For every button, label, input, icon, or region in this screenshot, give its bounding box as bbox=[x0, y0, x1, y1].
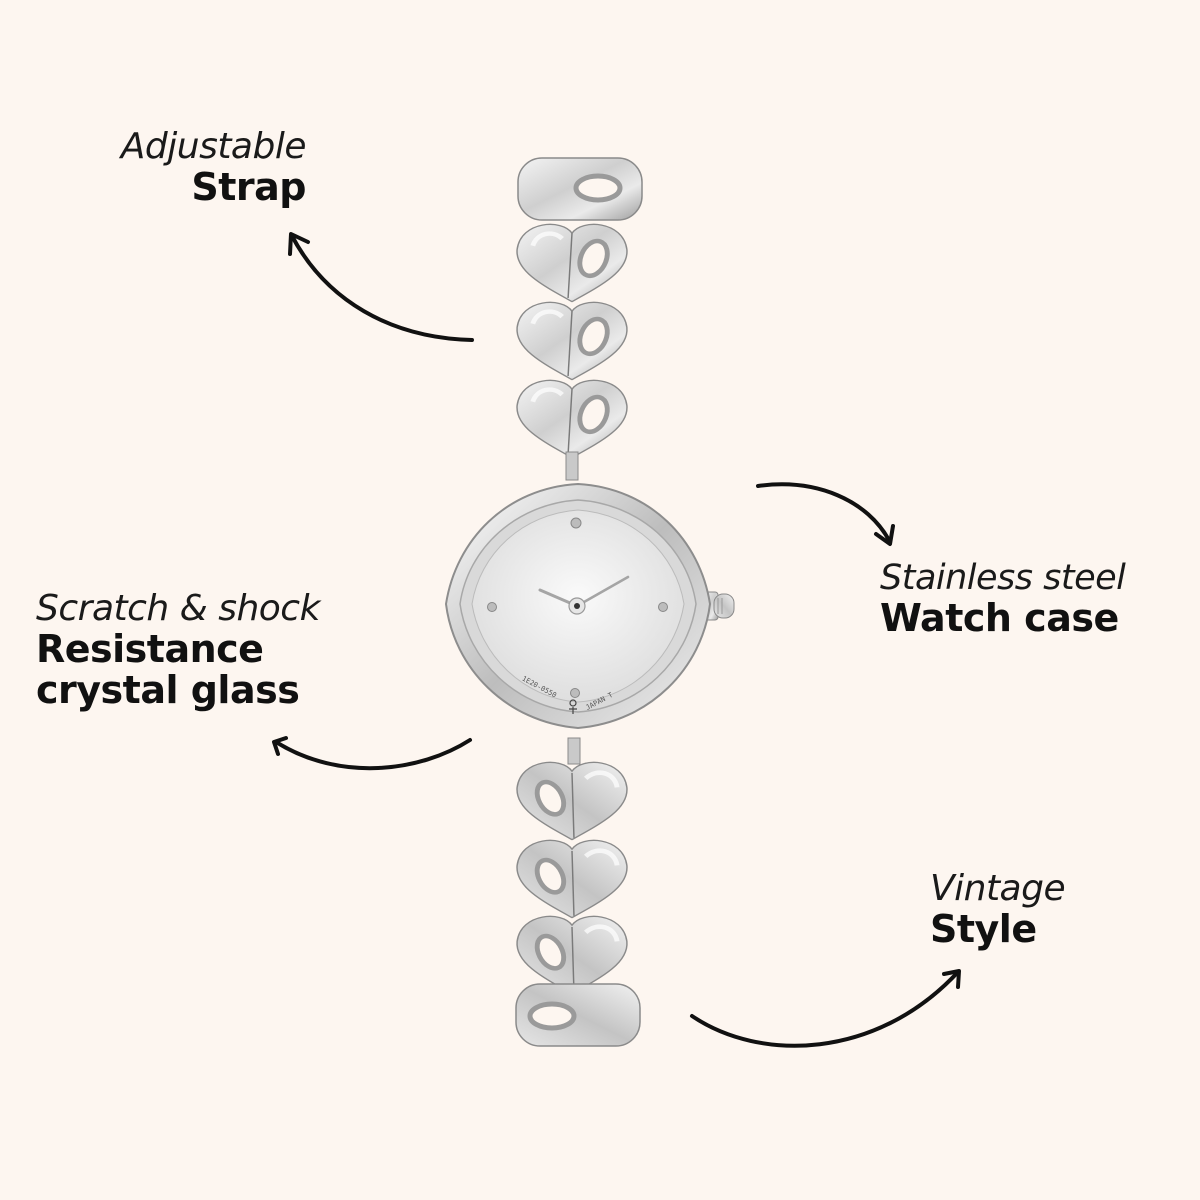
upper-bracelet bbox=[517, 157, 643, 481]
callout-subtitle: Vintage bbox=[930, 868, 1066, 909]
callout-stainless-case: Stainless steel Watch case bbox=[880, 558, 1180, 640]
lower-bracelet bbox=[516, 737, 641, 1047]
callout-crystal-glass: Scratch & shock Resistance crystal glass bbox=[36, 588, 476, 712]
callout-title: Watch case bbox=[880, 595, 1119, 640]
callout-title: Strap bbox=[191, 164, 306, 209]
callout-subtitle: Stainless steel bbox=[880, 558, 1126, 598]
arrow-down-right-icon bbox=[756, 482, 895, 546]
callout-title: Style bbox=[930, 906, 1037, 951]
minute-hand bbox=[575, 575, 630, 608]
callout-title: Resistance bbox=[36, 626, 264, 671]
callout-title-line2: crystal glass bbox=[36, 667, 300, 712]
arrow-up-left-icon bbox=[288, 232, 474, 342]
callout-subtitle: Adjustable bbox=[120, 126, 307, 167]
arrow-left-icon bbox=[272, 736, 472, 771]
brand-logo-icon bbox=[569, 699, 577, 714]
arrow-up-right-icon bbox=[690, 969, 961, 1048]
callout-adjustable-strap: Adjustable Strap bbox=[60, 126, 307, 209]
crown bbox=[703, 591, 735, 621]
callout-vintage-style: Vintage Style bbox=[930, 868, 1130, 951]
callout-subtitle: Scratch & shock bbox=[36, 588, 320, 629]
